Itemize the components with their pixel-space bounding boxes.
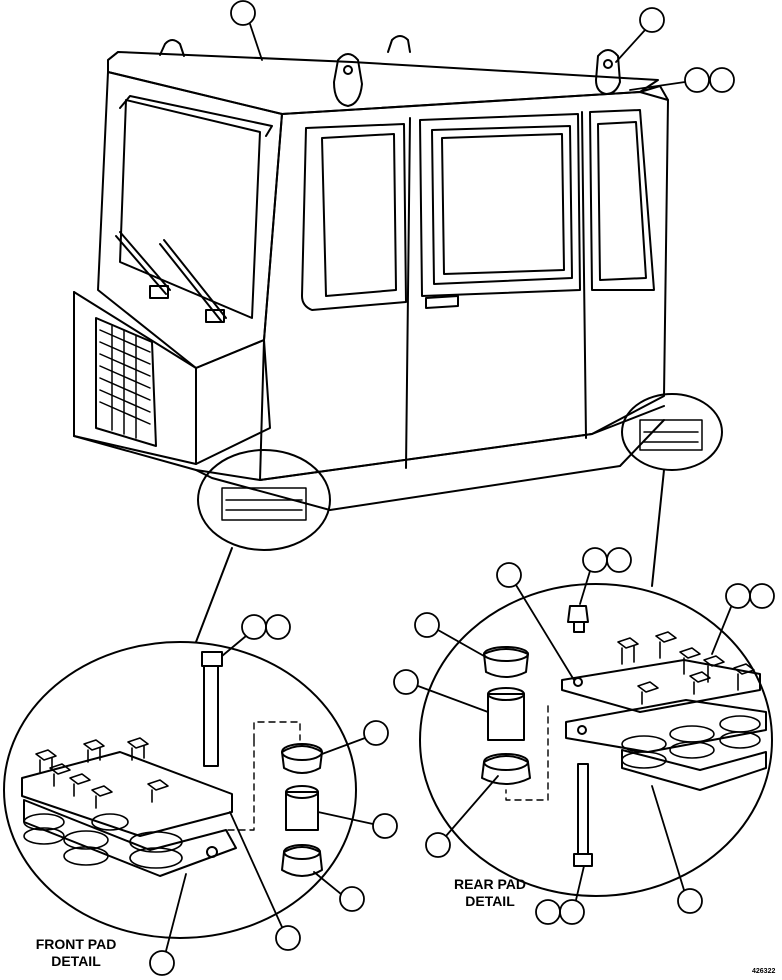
- rear-pad-detail-circle: [419, 583, 773, 897]
- callout-bubble: [559, 899, 585, 925]
- door: [405, 111, 587, 469]
- callout-bubble: [496, 562, 522, 588]
- door-window: [419, 113, 581, 297]
- bushing: [281, 745, 323, 774]
- spacer: [487, 693, 525, 741]
- bushing: [281, 846, 323, 877]
- callouts: [149, 0, 775, 976]
- front-console: [73, 291, 271, 465]
- callout-bubble: [149, 950, 175, 976]
- bushing: [483, 648, 529, 678]
- callout-bubble: [414, 612, 440, 638]
- side-window: [301, 123, 407, 311]
- callout-bubble: [582, 547, 608, 573]
- louver-panel: [95, 317, 157, 447]
- callout-bubble: [684, 67, 710, 93]
- callout-bubble: [535, 899, 561, 925]
- callout-bubble: [725, 583, 751, 609]
- callout-bubble: [265, 614, 291, 640]
- callout-bubble: [372, 813, 398, 839]
- side-window: [589, 109, 655, 291]
- front-pad-detail-circle: [3, 641, 357, 939]
- rear-pad-detail-label: REAR PAD DETAIL: [453, 876, 527, 909]
- callout-bubble: [275, 925, 301, 951]
- callout-bubble: [230, 0, 256, 26]
- callout-bubble: [425, 832, 451, 858]
- cab-base: [73, 405, 665, 481]
- detail-leader: [651, 469, 665, 587]
- callout-bubble: [393, 669, 419, 695]
- callout-bubble: [339, 886, 365, 912]
- cab-side-face: [259, 91, 669, 481]
- front-mount-circle: [197, 449, 331, 551]
- front-pad-assembly: [21, 651, 323, 877]
- callout-bubble: [606, 547, 632, 573]
- windshield: [119, 99, 261, 319]
- lifting-eye: [387, 35, 411, 53]
- rear-pad-assembly: [481, 605, 767, 867]
- callout-bubble: [709, 67, 735, 93]
- callout-bubble: [363, 720, 389, 746]
- lifting-eye: [595, 49, 621, 95]
- lifting-eye: [333, 53, 363, 107]
- spacer: [285, 791, 319, 831]
- front-pad-detail-label: FRONT PAD DETAIL: [35, 936, 117, 969]
- lifting-eye: [159, 39, 185, 57]
- figure-number: 426322: [752, 968, 776, 975]
- cab-roof: [107, 51, 659, 115]
- cab-assembly: [73, 35, 669, 511]
- callout-bubble: [677, 888, 703, 914]
- rear-mount-circle: [621, 393, 723, 471]
- callout-bubble: [749, 583, 775, 609]
- callout-bubble: [639, 7, 665, 33]
- wiper: [115, 231, 171, 295]
- detail-leader: [195, 547, 233, 643]
